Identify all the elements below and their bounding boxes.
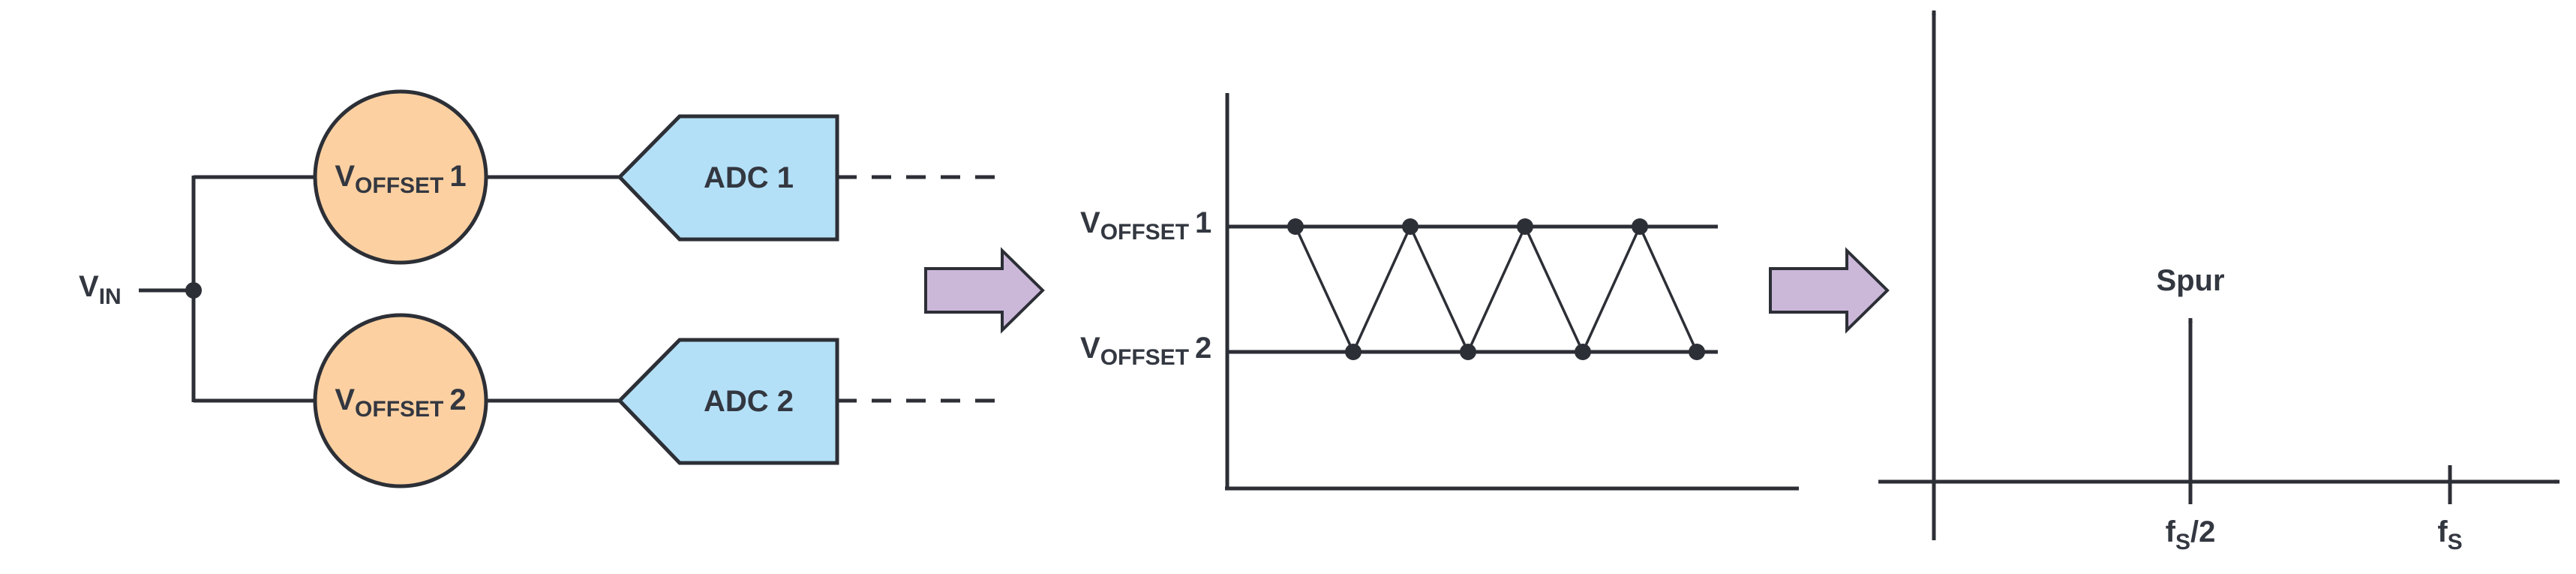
sample-point	[1575, 344, 1591, 360]
waveform-sample-points	[1287, 218, 1705, 360]
spectrum-panel: Spur fS/2 fS	[1878, 10, 2560, 554]
offset2-circle	[313, 313, 488, 488]
sample-point	[1689, 344, 1705, 360]
junction-dot	[185, 282, 202, 299]
fs-tick-label: fS	[2437, 515, 2462, 554]
vin-label: VIN	[79, 270, 122, 309]
offset1-circle	[313, 89, 488, 265]
fs-half-tick-label: fS/2	[2166, 515, 2216, 554]
alternating-sample-waveform	[1294, 223, 1698, 356]
adc2-block: ADC 2	[617, 338, 998, 465]
adc1-label: ADC 1	[704, 161, 794, 194]
adc2-label: ADC 2	[704, 385, 794, 418]
sample-point	[1517, 218, 1533, 235]
flow-arrow-2	[1769, 247, 1890, 334]
sample-point	[1402, 218, 1419, 235]
adc1-block: ADC 1	[617, 114, 998, 242]
spur-label: Spur	[2156, 264, 2224, 297]
sample-point	[1632, 218, 1648, 235]
sample-point	[1460, 344, 1476, 360]
flow-arrow-1	[924, 247, 1045, 334]
sample-point	[1345, 344, 1362, 360]
sample-point	[1287, 218, 1304, 235]
